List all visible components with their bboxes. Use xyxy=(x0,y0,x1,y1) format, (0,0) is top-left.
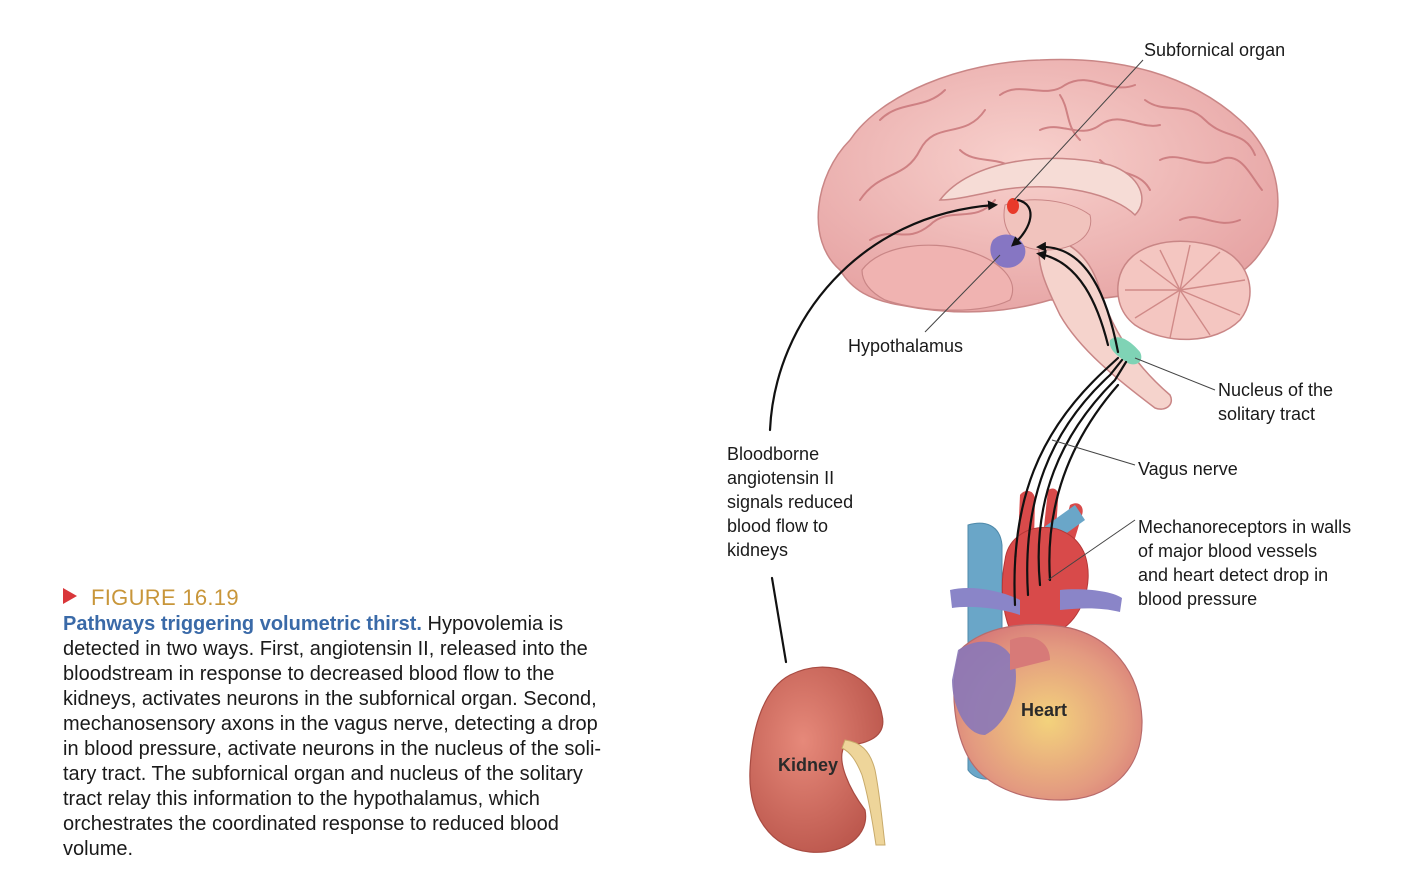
label-nucleus-solitary-tract: Nucleus of the solitary tract xyxy=(1218,378,1333,426)
nucleus-solitary-region xyxy=(1109,337,1142,365)
nts-to-hypothalamus-2 xyxy=(1036,241,1120,354)
label-kidney: Kidney xyxy=(778,755,839,775)
leader-subfornical xyxy=(1013,59,1144,201)
label-line: blood flow to xyxy=(727,516,829,536)
label-line: Nucleus of the xyxy=(1218,380,1334,400)
leader-nucleus xyxy=(1134,357,1216,391)
figure-number: FIGURE 16.19 xyxy=(91,585,239,610)
caption-line: volume. xyxy=(63,838,134,860)
caption-line: orchestrates the coordinated response to… xyxy=(63,813,559,835)
sfo-to-hypothalamus xyxy=(1011,198,1032,247)
label-line: Bloodborne xyxy=(727,444,820,464)
triangle-marker-icon xyxy=(63,588,77,604)
caption-line: bloodstream in response to decreased blo… xyxy=(63,663,555,685)
label-line: and heart detect drop in xyxy=(1138,565,1329,585)
label-mechanoreceptors: Mechanoreceptors in walls of major blood… xyxy=(1138,515,1351,611)
label-vagus-nerve: Vagus nerve xyxy=(1138,459,1238,479)
caption-line: detected in two ways. First, angiotensin… xyxy=(63,638,588,660)
figure-caption: FIGURE 16.19 Pathways triggering volumet… xyxy=(63,584,703,862)
kidney xyxy=(749,666,886,853)
leader-hypothalamus xyxy=(924,254,1001,333)
caption-line: tract relay this information to the hypo… xyxy=(63,788,540,810)
heart xyxy=(950,488,1143,801)
caption-body: Pathways triggering volumetric thirst. H… xyxy=(63,612,703,862)
label-line: angiotensin II xyxy=(727,468,835,488)
leader-mechanoreceptors xyxy=(1047,519,1136,581)
label-hypothalamus: Hypothalamus xyxy=(848,336,964,356)
brain xyxy=(817,58,1279,410)
vagus-fiber-4 xyxy=(1048,383,1120,582)
label-line: kidneys xyxy=(727,540,789,560)
vagus-fiber-2 xyxy=(1026,358,1124,597)
caption-line-text: Hypovolemia is xyxy=(427,613,564,635)
caption-line: kidneys, activates neurons in the subfor… xyxy=(63,688,597,710)
caption-line: tary tract. The subfornical organ and nu… xyxy=(63,763,583,785)
leader-vagus xyxy=(1051,439,1136,466)
angiotensin-pathway-upper xyxy=(768,200,998,432)
caption-line: mechanosensory axons in the vagus nerve,… xyxy=(63,713,598,735)
label-line: signals reduced xyxy=(727,492,854,512)
vagus-fiber-1 xyxy=(1013,356,1120,607)
figure-number-row: FIGURE 16.19 xyxy=(63,584,703,612)
caption-line: in blood pressure, activate neurons in t… xyxy=(63,738,602,760)
caption-line: Pathways triggering volumetric thirst. H… xyxy=(63,612,703,637)
subfornical-organ xyxy=(1007,198,1019,214)
label-heart: Heart xyxy=(1021,700,1068,720)
label-line: blood pressure xyxy=(1138,589,1258,609)
label-line: of major blood vessels xyxy=(1138,541,1318,561)
label-line: solitary tract xyxy=(1218,404,1316,424)
nts-to-hypothalamus xyxy=(1036,250,1110,347)
label-line: Mechanoreceptors in walls xyxy=(1138,517,1352,537)
angiotensin-pathway-lower xyxy=(770,576,788,664)
caption-title: Pathways triggering volumetric thirst. xyxy=(63,613,422,635)
vagus-fiber-3 xyxy=(1037,360,1128,587)
label-subfornical-organ: Subfornical organ xyxy=(1144,40,1286,60)
label-bloodborne-angiotensin: Bloodborne angiotensin II signals reduce… xyxy=(727,442,853,562)
